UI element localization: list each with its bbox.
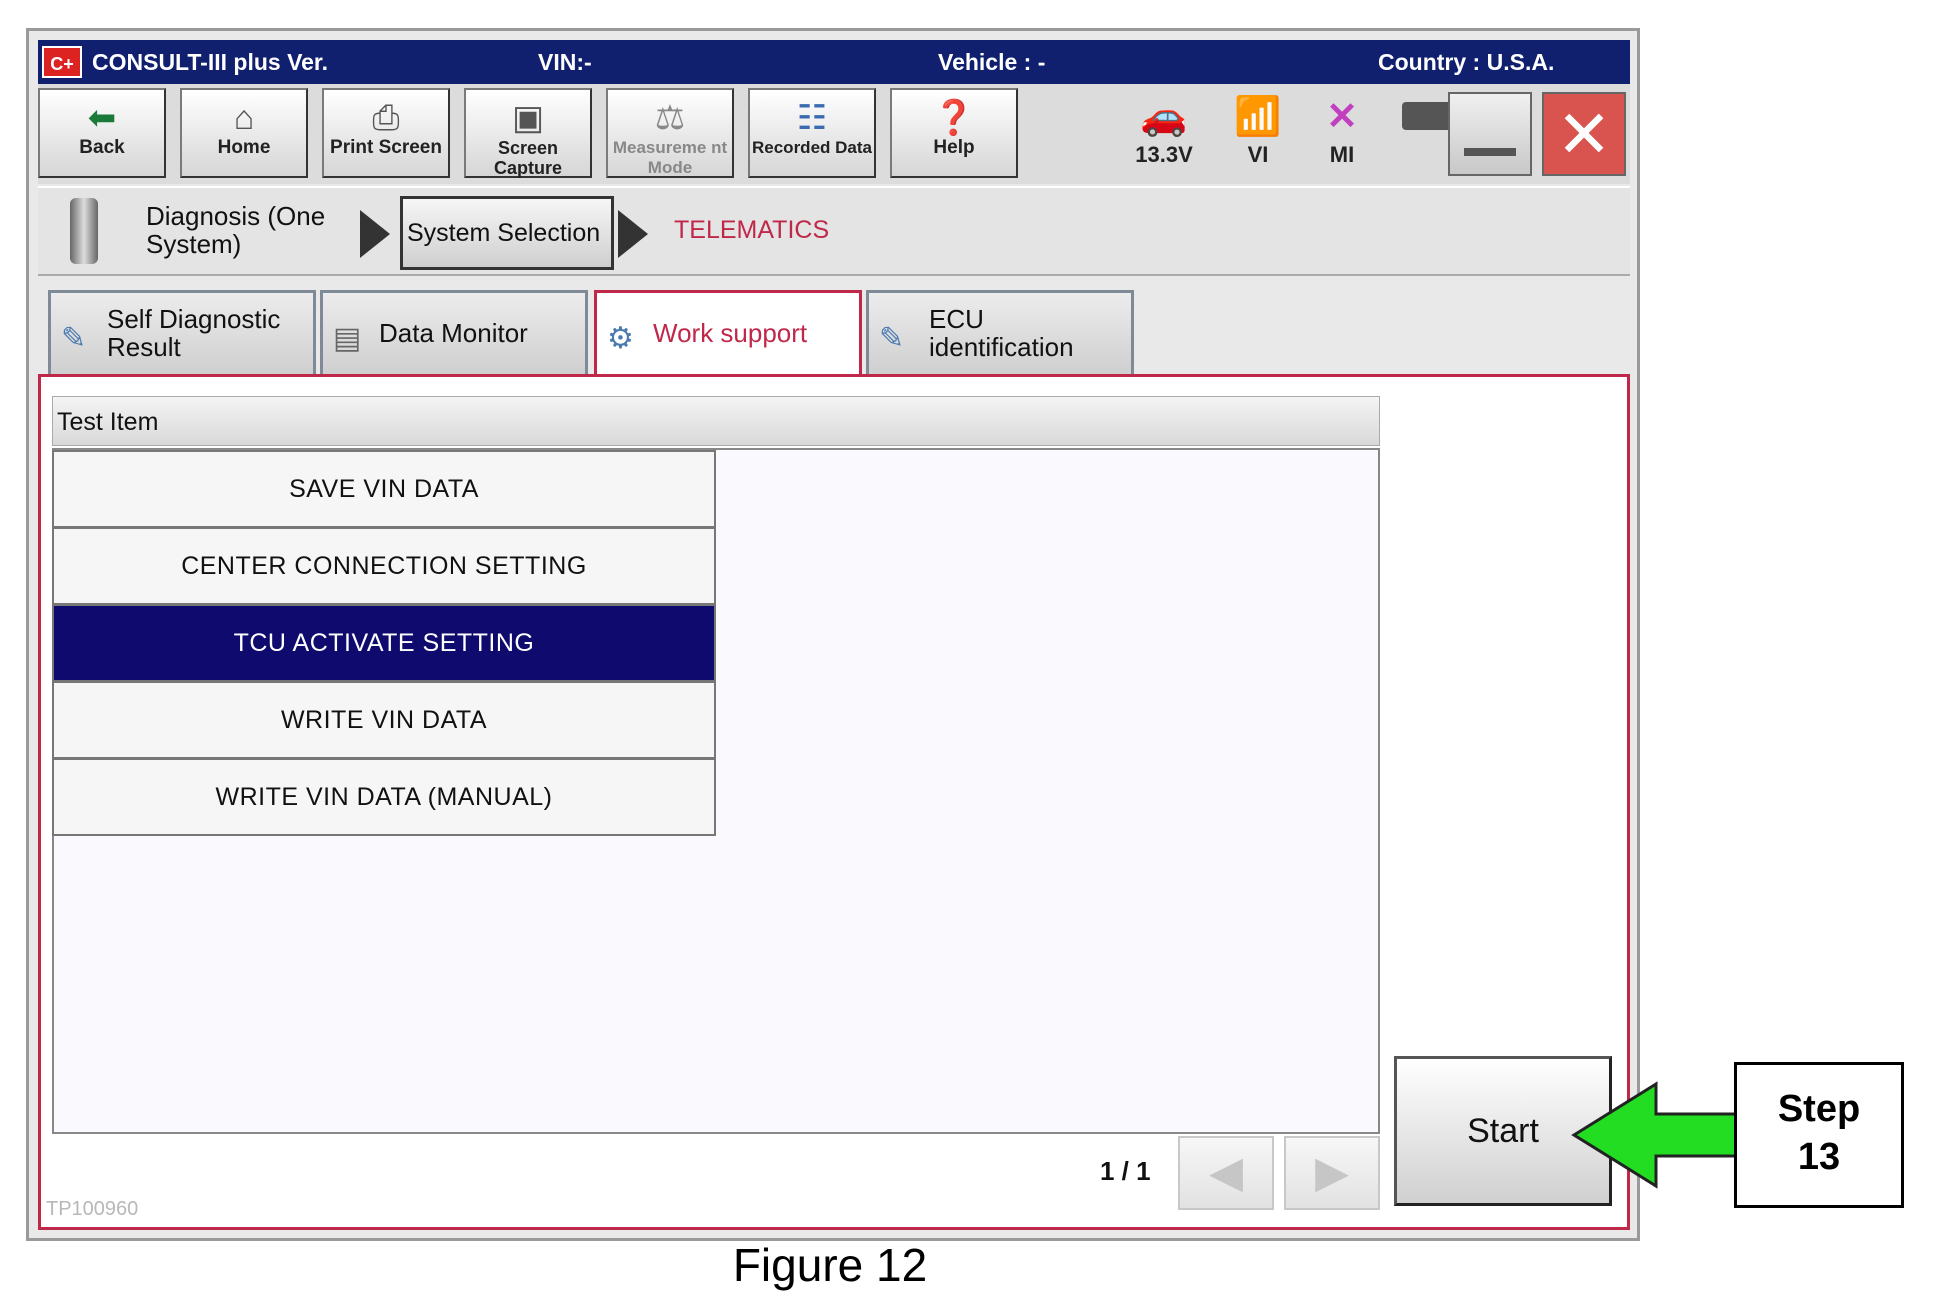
cross-icon: ✕ bbox=[1326, 96, 1358, 138]
prev-page-button[interactable]: ◀ bbox=[1178, 1136, 1274, 1210]
breadcrumb: Diagnosis (One System) System Selection … bbox=[38, 186, 1630, 276]
close-button[interactable]: ✕ bbox=[1542, 92, 1626, 176]
tp-code: TP100960 bbox=[46, 1198, 139, 1220]
help-icon: ❓ bbox=[932, 99, 976, 137]
signal-icon: 📶 bbox=[1234, 96, 1282, 138]
recorded-data-icon: ☷ bbox=[796, 99, 828, 137]
vehicle-label: Vehicle : - bbox=[938, 49, 1046, 75]
step-number: 13 bbox=[1797, 1136, 1841, 1178]
measurement-mode-button[interactable]: ⚖ Measureme nt Mode bbox=[606, 88, 734, 178]
print-screen-button[interactable]: ⎙ Print Screen bbox=[322, 88, 450, 178]
help-button[interactable]: ❓ Help bbox=[890, 88, 1018, 178]
vi-status: 📶 VI bbox=[1228, 92, 1288, 168]
list-item[interactable]: CENTER CONNECTION SETTING bbox=[52, 527, 716, 605]
green-arrow-icon bbox=[1571, 1081, 1738, 1189]
breadcrumb-arrow-icon bbox=[360, 210, 390, 258]
ecu-icon: ✎ bbox=[879, 322, 905, 355]
start-button[interactable]: Start bbox=[1394, 1056, 1612, 1206]
breadcrumb-arrow-icon bbox=[618, 210, 648, 258]
page-indicator: 1 / 1 bbox=[1100, 1156, 1151, 1186]
title-bar: C+ CONSULT-III plus Ver. VIN:- Vehicle :… bbox=[38, 40, 1630, 84]
back-arrow-icon: ⬅ bbox=[87, 99, 117, 137]
device-icon bbox=[70, 198, 98, 264]
minimize-icon bbox=[1464, 148, 1516, 156]
app-title: CONSULT-III plus Ver. bbox=[92, 49, 329, 75]
breadcrumb-diagnosis[interactable]: Diagnosis (One System) bbox=[146, 201, 326, 259]
next-page-button[interactable]: ▶ bbox=[1284, 1136, 1380, 1210]
test-item-header: Test Item bbox=[52, 396, 1380, 446]
work-support-icon: ⚙ bbox=[607, 322, 634, 355]
measurement-icon: ⚖ bbox=[654, 99, 686, 137]
triangle-left-icon: ◀ bbox=[1209, 1148, 1243, 1197]
consult-logo: C+ bbox=[42, 46, 82, 78]
list-item[interactable]: SAVE VIN DATA bbox=[52, 450, 716, 528]
tab-work-support[interactable]: ⚙ Work support bbox=[594, 290, 862, 380]
car-icon: 🚗 bbox=[1140, 96, 1188, 138]
breadcrumb-current: TELEMATICS bbox=[674, 216, 830, 244]
home-button[interactable]: ⌂ Home bbox=[180, 88, 308, 178]
toolbar: ⬅ Back ⌂ Home ⎙ Print Screen ▣ Screen Ca… bbox=[38, 84, 1630, 184]
home-icon: ⌂ bbox=[233, 99, 255, 137]
figure-caption: Figure 12 bbox=[732, 1239, 928, 1291]
printer-icon: ⎙ bbox=[372, 99, 400, 137]
list-item-selected[interactable]: TCU ACTIVATE SETTING bbox=[52, 604, 716, 682]
vin-label: VIN:- bbox=[538, 49, 592, 75]
list-item[interactable]: WRITE VIN DATA bbox=[52, 681, 716, 759]
triangle-right-icon: ▶ bbox=[1315, 1148, 1349, 1197]
system-selection-button[interactable]: System Selection bbox=[400, 196, 614, 270]
minimize-button[interactable] bbox=[1448, 92, 1532, 176]
step-annotation: Step 13 bbox=[1734, 1062, 1904, 1208]
monitor-icon: ▤ bbox=[333, 322, 362, 355]
screen-capture-button[interactable]: ▣ Screen Capture bbox=[464, 88, 592, 178]
country-label: Country : U.S.A. bbox=[1378, 49, 1555, 75]
diagnostic-icon: ✎ bbox=[61, 322, 87, 355]
close-icon: ✕ bbox=[1556, 97, 1612, 171]
mi-status: ✕ MI bbox=[1312, 92, 1372, 168]
tab-self-diagnostic-result[interactable]: ✎ Self Diagnostic Result bbox=[48, 290, 316, 374]
list-item[interactable]: WRITE VIN DATA (MANUAL) bbox=[52, 758, 716, 836]
step-label: Step bbox=[1777, 1088, 1861, 1130]
back-button[interactable]: ⬅ Back bbox=[38, 88, 166, 178]
camera-icon: ▣ bbox=[511, 99, 545, 137]
recorded-data-button[interactable]: ☷ Recorded Data bbox=[748, 88, 876, 178]
tab-ecu-identification[interactable]: ✎ ECU identification bbox=[866, 290, 1134, 374]
battery-voltage-status: 🚗 13.3V bbox=[1116, 92, 1212, 168]
tab-data-monitor[interactable]: ▤ Data Monitor bbox=[320, 290, 588, 374]
